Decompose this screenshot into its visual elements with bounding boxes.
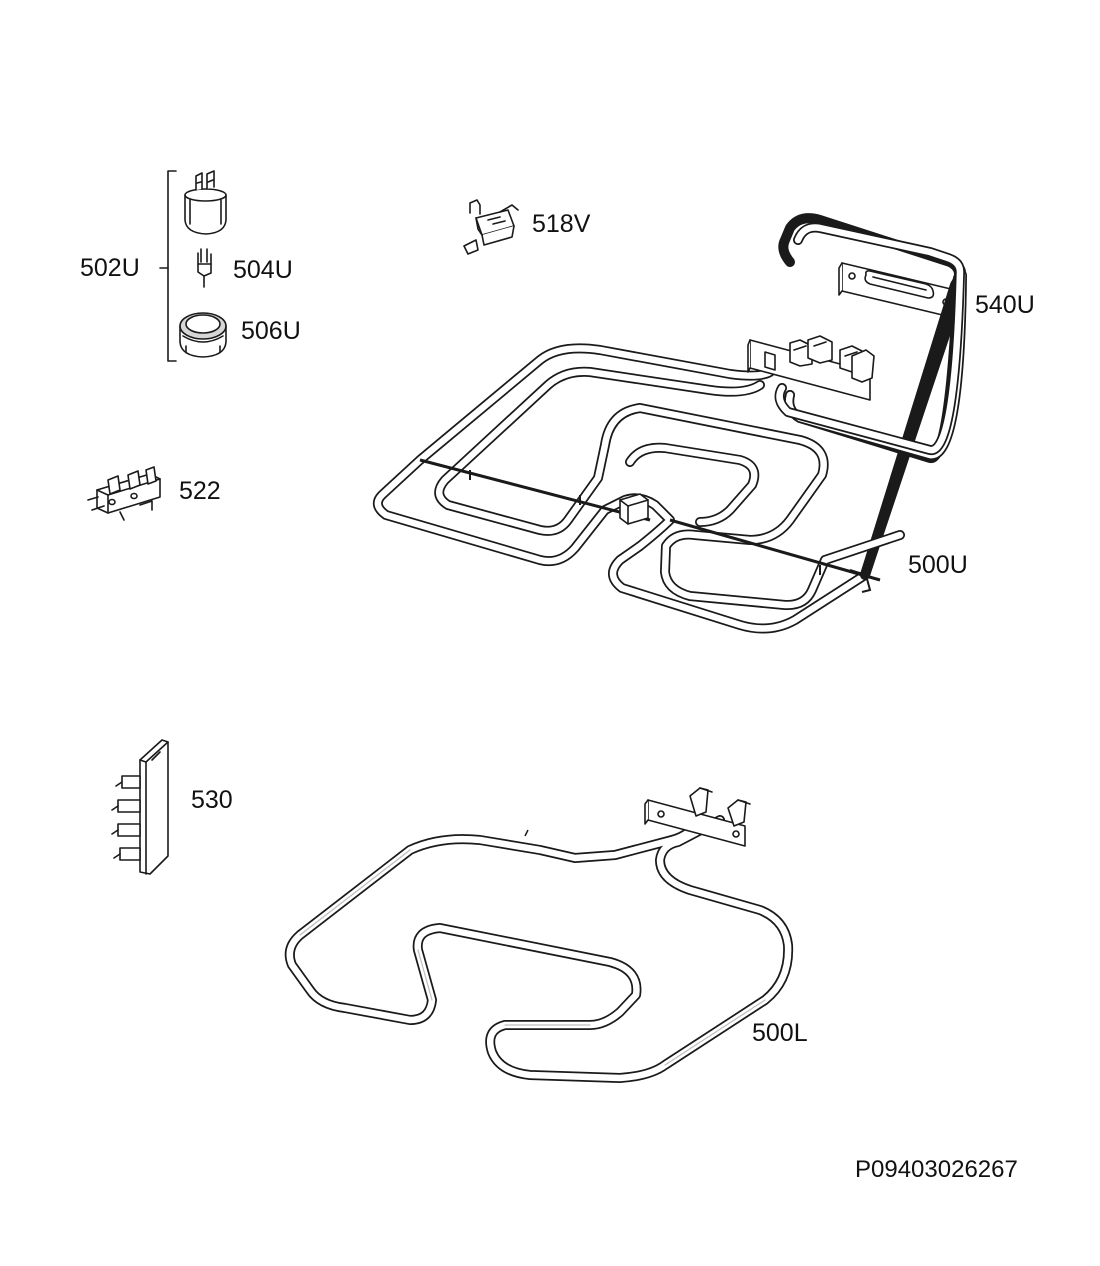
part-504U-icon — [197, 248, 212, 288]
part-522-icon — [87, 466, 161, 521]
part-540U-icon — [838, 262, 956, 319]
part-label-530: 530 — [191, 786, 233, 814]
drawing-number: P09403026267 — [855, 1156, 1018, 1183]
part-label-502U: 502U — [80, 254, 140, 282]
part-502U-icon — [184, 170, 227, 235]
part-label-500U: 500U — [908, 551, 968, 579]
part-506U-icon — [179, 312, 227, 358]
part-518V-icon — [463, 199, 519, 255]
group-bracket-502U — [159, 170, 177, 362]
part-500U-icon — [372, 213, 967, 634]
part-label-500L: 500L — [752, 1019, 808, 1047]
part-label-540U: 540U — [975, 291, 1035, 319]
part-label-522: 522 — [179, 477, 221, 505]
part-label-506U: 506U — [241, 317, 301, 345]
part-label-504U: 504U — [233, 256, 293, 284]
part-label-518V: 518V — [532, 210, 591, 238]
part-530-icon — [111, 739, 169, 875]
part-500L-icon — [284, 787, 794, 1083]
